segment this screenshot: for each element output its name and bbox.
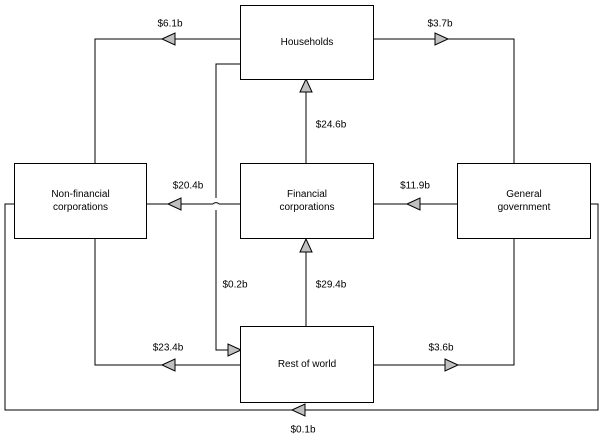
node-rest-of-world-label: Rest of world <box>277 359 337 370</box>
arrowhead-hh-to-gg <box>434 32 450 46</box>
arrowhead-row-to-gg <box>444 358 460 372</box>
node-general-government-label: General government <box>497 189 551 213</box>
arrowhead-gg-to-nfc <box>290 403 306 417</box>
arrowhead-fc-to-nfc <box>166 197 182 211</box>
connector-hh-to-row <box>215 63 241 351</box>
arrowhead-row-to-fc <box>299 237 313 253</box>
node-rest-of-world[interactable]: Rest of world <box>240 326 374 403</box>
flow-label-row-to-gg: $3.6b <box>428 342 454 354</box>
flow-label-hh-to-nfc: $6.1b <box>157 18 183 30</box>
node-non-financial-corporations-label: Non-financial corporations <box>51 189 110 213</box>
connector-row-to-nfc <box>94 238 241 366</box>
flow-label-hh-to-gg: $3.7b <box>427 18 453 30</box>
node-households[interactable]: Households <box>240 5 374 80</box>
node-households-label: Households <box>280 37 334 48</box>
arrowhead-hh-to-nfc <box>160 32 176 46</box>
flow-label-fc-to-nfc: $20.4b <box>172 180 204 192</box>
connector-fc-to-nfc <box>146 202 241 205</box>
flow-label-hh-to-row: $0.2b <box>222 279 248 291</box>
arrowhead-gg-to-fc <box>405 197 421 211</box>
flow-label-gg-to-fc: $11.9b <box>400 180 430 192</box>
node-general-government[interactable]: General government <box>457 163 591 239</box>
node-financial-corporations[interactable]: Financial corporations <box>240 163 374 239</box>
node-financial-corporations-label: Financial corporations <box>279 189 335 213</box>
node-non-financial-corporations[interactable]: Non-financial corporations <box>14 163 147 239</box>
arrowhead-fc-to-hh <box>299 77 313 93</box>
flow-label-fc-to-hh: $24.6b <box>315 119 347 131</box>
connector-row-to-gg <box>373 238 515 366</box>
flow-label-row-to-fc: $29.4b <box>315 279 347 291</box>
arrowhead-hh-to-row <box>227 343 243 357</box>
flow-label-row-to-nfc: $23.4b <box>152 342 184 354</box>
arrowhead-row-to-nfc <box>160 358 176 372</box>
flow-label-gg-to-nfc: $0.1b <box>290 424 316 436</box>
